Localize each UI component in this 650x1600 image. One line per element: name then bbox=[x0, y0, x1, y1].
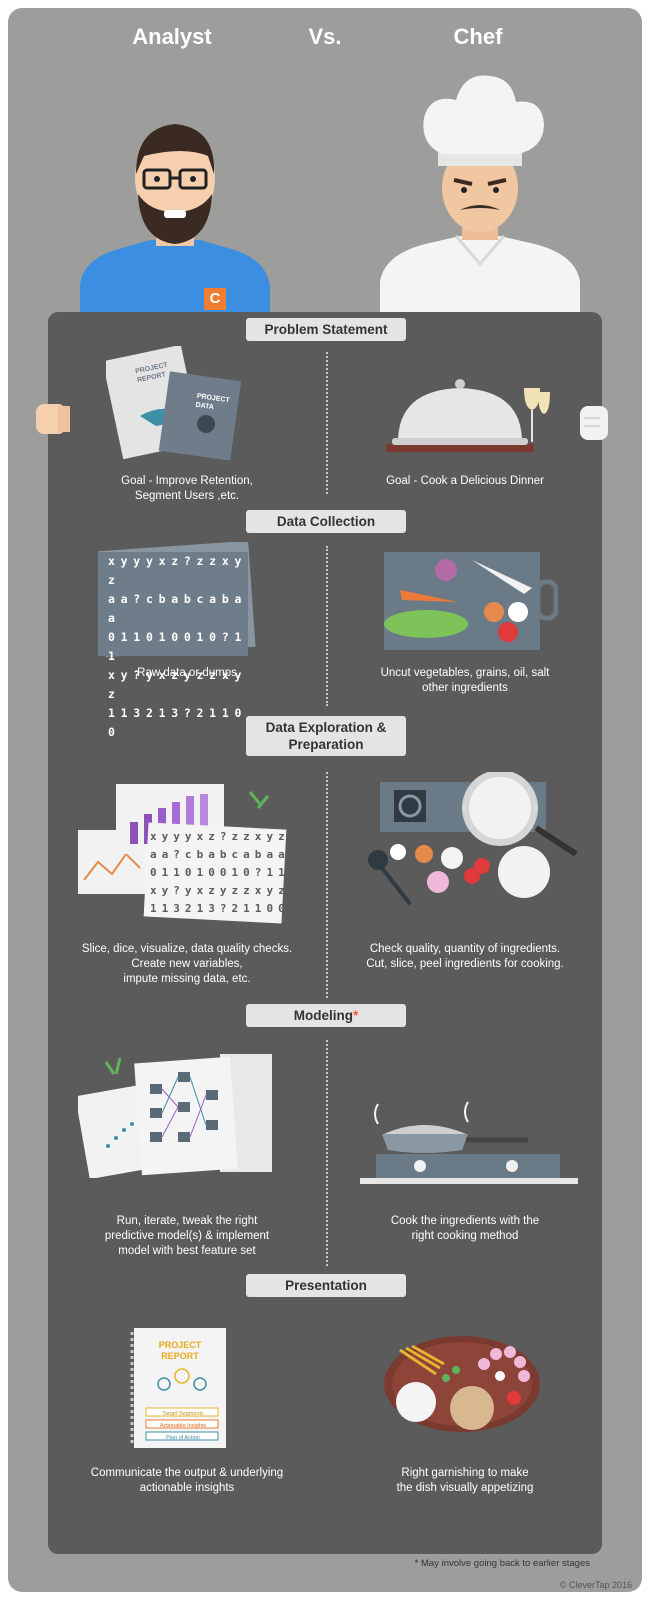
chef-caption: Right garnishing to make the dish visual… bbox=[340, 1466, 590, 1496]
explore-data-row: 0 1 1 0 1 0 0 1 0 ? 1 1 bbox=[150, 866, 285, 879]
caption-line: Raw data or dumps bbox=[137, 667, 237, 679]
raw-data-sheet bbox=[98, 542, 256, 658]
caption-line: other ingredients bbox=[422, 682, 508, 694]
caption-line: Communicate the output & underlying bbox=[90, 1467, 284, 1479]
final-report-icon bbox=[130, 1328, 226, 1448]
chef-hand bbox=[580, 406, 608, 440]
caption-line: right cooking method bbox=[411, 1230, 519, 1242]
raw-data-row: 0 1 1 0 1 0 0 1 0 ? 1 1 bbox=[108, 630, 241, 663]
garnished-dish-icon bbox=[384, 1336, 540, 1432]
caption-line: Uncut vegetables, grains, oil, salt bbox=[380, 667, 550, 679]
raw-data-row: a a ? c b a b c a b a a bbox=[108, 592, 241, 625]
caption-line: Segment Users ,etc. bbox=[134, 490, 240, 502]
raw-data-text: x y y y x z ? z z x y z a a ? c b a b c … bbox=[108, 552, 248, 742]
explore-data-row: a a ? c b a b c a b a a bbox=[150, 848, 285, 861]
footnote: * May involve going back to earlier stag… bbox=[414, 1558, 590, 1569]
analyst-hand bbox=[36, 404, 70, 434]
explore-data-row: x y ? y x z y z z x y z bbox=[150, 884, 285, 897]
analyst-caption: Communicate the output & underlying acti… bbox=[60, 1466, 314, 1496]
caption-line: Run, iterate, tweak the right bbox=[116, 1215, 258, 1227]
final-report-items: Target Segments Actionable Insights Plan… bbox=[148, 1408, 218, 1444]
stove-prep-icon bbox=[368, 772, 578, 906]
raw-data-row: 1 1 3 2 1 3 ? 2 1 1 0 0 bbox=[108, 706, 241, 739]
caption-line: Goal - Improve Retention, bbox=[121, 475, 253, 487]
analyst-illustration bbox=[80, 124, 270, 314]
stage-title: Data Collection bbox=[246, 510, 406, 533]
final-report-title: PROJECT REPORT bbox=[136, 1340, 224, 1362]
raw-data-row: x y ? y x z y z z x y z bbox=[108, 668, 241, 701]
pan-on-stove-icon bbox=[360, 1101, 578, 1184]
analyst-heading: Analyst bbox=[132, 24, 212, 49]
chef-heading: Chef bbox=[453, 24, 503, 49]
analyst-badge: C bbox=[209, 290, 221, 307]
stage-title: Problem Statement bbox=[246, 318, 406, 341]
divider-line bbox=[326, 546, 328, 706]
explore-data-row: x y y y x z ? z z x y z bbox=[150, 830, 285, 843]
stage-title: Presentation bbox=[246, 1274, 406, 1297]
caption-line: Create new variables, bbox=[131, 958, 243, 970]
analyst-caption: Raw data or dumps bbox=[62, 666, 312, 681]
chef-caption: Uncut vegetables, grains, oil, salt othe… bbox=[340, 666, 590, 696]
stage-title: Data Exploration & Preparation bbox=[246, 716, 406, 756]
divider-line bbox=[326, 772, 328, 998]
analyst-caption: Goal - Improve Retention, Segment Users … bbox=[62, 474, 312, 504]
caption-line: actionable insights bbox=[139, 1482, 235, 1494]
final-report-item: Plan of Action bbox=[166, 1435, 200, 1441]
stage-title-line: Preparation bbox=[288, 737, 364, 752]
final-report-item: Target Segments bbox=[162, 1411, 204, 1417]
raw-data-row: x y y y x z ? z z x y z bbox=[108, 554, 241, 587]
caption-line: impute missing data, etc. bbox=[123, 973, 251, 985]
chef-caption: Goal - Cook a Delicious Dinner bbox=[340, 474, 590, 489]
stage-title: Modeling* bbox=[246, 1004, 406, 1027]
cloche-dinner-icon bbox=[386, 379, 550, 452]
caption-line: predictive model(s) & implement bbox=[104, 1230, 270, 1242]
analyst-caption: Slice, dice, visualize, data quality che… bbox=[60, 942, 314, 987]
chef-illustration bbox=[380, 75, 580, 314]
chef-caption: Cook the ingredients with the right cook… bbox=[340, 1214, 590, 1244]
data-exploration-icon bbox=[78, 784, 287, 924]
project-report-icon bbox=[106, 346, 242, 460]
final-report-item: Actionable Insights bbox=[159, 1423, 207, 1429]
caption-line: the dish visually appetizing bbox=[396, 1482, 534, 1494]
explore-data-row: 1 1 3 2 1 3 ? 2 1 1 0 0 bbox=[150, 902, 285, 915]
analyst-caption: Run, iterate, tweak the right predictive… bbox=[62, 1214, 312, 1259]
divider-line bbox=[326, 352, 328, 494]
cutting-board-icon bbox=[384, 552, 558, 650]
caption-line: model with best feature set bbox=[118, 1245, 256, 1257]
caption-line: Right garnishing to make bbox=[401, 1467, 529, 1479]
caption-line: Cut, slice, peel ingredients for cooking… bbox=[366, 958, 564, 970]
caption-line: Goal - Cook a Delicious Dinner bbox=[386, 475, 544, 487]
explore-data-text: x y y y x z ? z z x y z a a ? c b a b c … bbox=[150, 828, 286, 918]
stage-title-line: Data Exploration & bbox=[265, 720, 387, 735]
copyright: © CleverTap 2016 bbox=[559, 1580, 632, 1590]
divider-line bbox=[326, 1040, 328, 1266]
asterisk-mark: * bbox=[352, 1008, 359, 1023]
versus-heading: Vs. bbox=[308, 24, 342, 49]
final-report-title-line: REPORT bbox=[161, 1351, 199, 1361]
stage-title-text: Modeling bbox=[293, 1008, 353, 1023]
chef-caption: Check quality, quantity of ingredients. … bbox=[336, 942, 594, 972]
caption-line: Cook the ingredients with the bbox=[390, 1215, 540, 1227]
modeling-icon bbox=[78, 1054, 272, 1178]
caption-line: Slice, dice, visualize, data quality che… bbox=[81, 943, 293, 955]
final-report-title-line: PROJECT bbox=[158, 1340, 202, 1350]
caption-line: Check quality, quantity of ingredients. bbox=[369, 943, 561, 955]
